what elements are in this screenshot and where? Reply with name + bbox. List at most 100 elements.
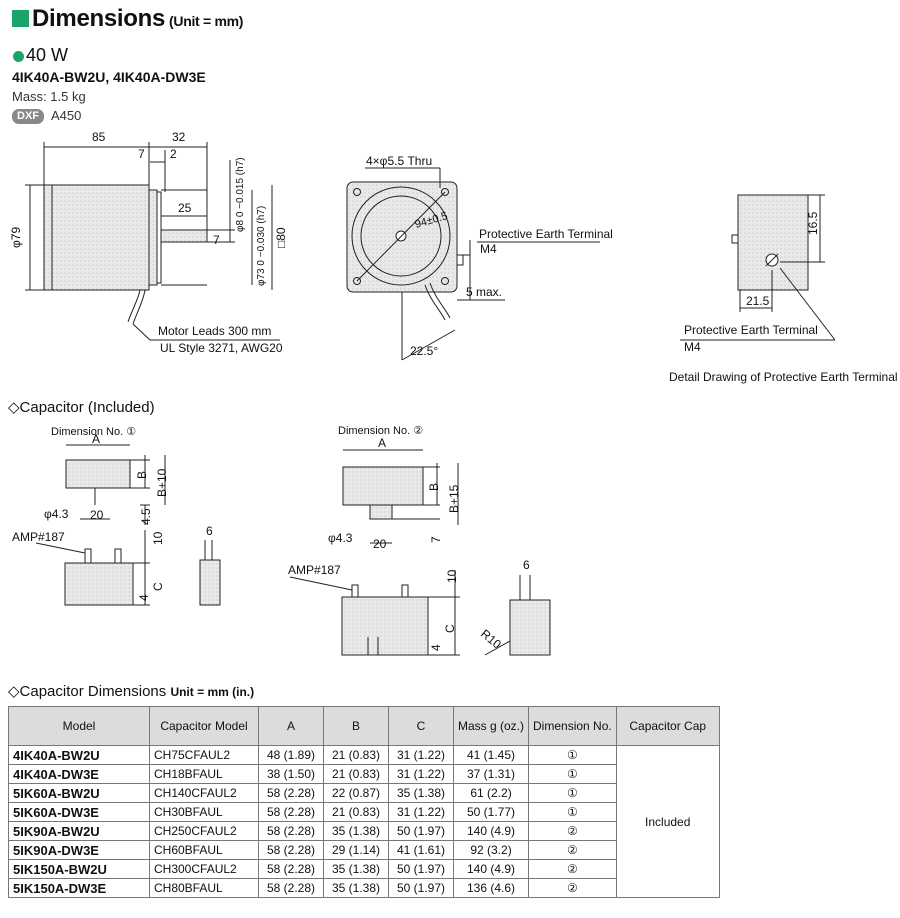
max5-label: 5 max. <box>466 285 502 299</box>
table-cell: CH75CFAUL2 <box>149 745 259 765</box>
cap2-A: A <box>378 436 386 450</box>
cap2-label: Dimension No. ② <box>338 425 423 437</box>
dim-25: 25 <box>178 201 192 215</box>
table-cell: 31 (1.22) <box>388 764 454 784</box>
col-capcap: Capacitor Cap <box>615 706 720 746</box>
detail-pet-m4: M4 <box>684 340 701 354</box>
table-cell: ② <box>528 878 617 898</box>
table-cell: ② <box>528 859 617 879</box>
table-cell: 136 (4.6) <box>452 878 530 898</box>
table-cell: 50 (1.97) <box>388 821 454 841</box>
table-cell: ② <box>528 840 617 860</box>
table-cell: 50 (1.97) <box>388 878 454 898</box>
table-cell: 31 (1.22) <box>388 802 454 822</box>
dim-2: 2 <box>170 147 177 161</box>
model-names: 4IK40A-BW2U, 4IK40A-DW3E <box>12 69 206 85</box>
cap2-d7: 7 <box>429 536 443 543</box>
dim-7a: 7 <box>138 147 145 161</box>
model-cell: 4IK40A-DW3E <box>8 764 150 784</box>
cap2-d10: 10 <box>445 569 459 583</box>
table-cell: 61 (2.2) <box>452 783 530 803</box>
dxf-badge[interactable]: DXF <box>12 109 44 124</box>
model-cell: 5IK90A-DW3E <box>8 840 150 860</box>
model-cell: 5IK60A-DW3E <box>8 802 150 822</box>
motor-body-side <box>43 184 150 291</box>
col-a: A <box>258 706 324 746</box>
table-cell: 37 (1.31) <box>452 764 530 784</box>
table-cell: 41 (1.61) <box>388 840 454 860</box>
table-cell: 140 (4.9) <box>452 859 530 879</box>
table-cell: 41 (1.45) <box>452 745 530 765</box>
table-cell: ① <box>528 764 617 784</box>
col-dimno: Dimension No. <box>528 706 617 746</box>
dxf-code[interactable]: A450 <box>51 108 82 123</box>
table-cell: CH250CFAUL2 <box>149 821 259 841</box>
model-cell: 5IK60A-BW2U <box>8 783 150 803</box>
page-title: Dimensions(Unit = mm) <box>32 5 244 32</box>
leads-line-1: Motor Leads 300 mm <box>158 324 271 338</box>
cap1-d4: 4 <box>137 594 151 601</box>
dim-32: 32 <box>172 130 186 144</box>
table-cell: 21 (0.83) <box>323 802 389 822</box>
table-cell: 31 (1.22) <box>388 745 454 765</box>
table-header-row: Model Capacitor Model A B C Mass g (oz.)… <box>8 706 720 746</box>
table-cell: 22 (0.87) <box>323 783 389 803</box>
col-model: Model <box>8 706 150 746</box>
cap2-phi43: φ4.3 <box>328 531 353 545</box>
capacitor-drawings: Dimension No. ① A B B+10 φ4.3 20 4.5 AMP… <box>12 425 551 656</box>
model-cell: 5IK90A-BW2U <box>8 821 150 841</box>
table-cell: 58 (2.28) <box>258 840 324 860</box>
table-cell: 58 (2.28) <box>258 859 324 879</box>
cap1-C: C <box>151 582 165 591</box>
table-cell: CH30BFAUL <box>149 802 259 822</box>
leads-line-2: UL Style 3271, AWG20 <box>160 341 283 355</box>
cap1-d20: 20 <box>90 508 104 522</box>
table-cell: 35 (1.38) <box>323 821 389 841</box>
table-cell: 50 (1.97) <box>388 859 454 879</box>
detail-caption: Detail Drawing of Protective Earth Termi… <box>669 370 898 384</box>
bullet-icon <box>13 51 24 62</box>
pet-m4: M4 <box>480 242 497 256</box>
cap1-A: A <box>92 432 100 446</box>
title-marker-icon <box>12 10 29 27</box>
model-cell: 5IK150A-DW3E <box>8 878 150 898</box>
table-cell: CH80BFAUL <box>149 878 259 898</box>
cap1-amp: AMP#187 <box>12 530 65 544</box>
cap1-phi43: φ4.3 <box>44 507 69 521</box>
cap2-r10: R10 <box>478 627 504 652</box>
capacitor-cap-cell: Included <box>615 745 720 898</box>
cap1-d10: 10 <box>151 531 165 545</box>
table-cell: 140 (4.9) <box>452 821 530 841</box>
table-cell: 35 (1.38) <box>323 878 389 898</box>
shaft-dia-label: φ8 0 −0.015 (h7) <box>235 157 246 232</box>
col-b: B <box>323 706 389 746</box>
cap1-d45: 4.5 <box>139 508 153 525</box>
cap2-B: B <box>427 483 441 491</box>
cap1-d6: 6 <box>206 524 213 538</box>
cap2-B15: B+15 <box>447 484 461 513</box>
table-cell: 35 (1.38) <box>323 859 389 879</box>
cap1-label: Dimension No. ① <box>51 426 136 438</box>
col-cap-model: Capacitor Model <box>149 706 259 746</box>
table-cell: 58 (2.28) <box>258 783 324 803</box>
table-cell: ② <box>528 821 617 841</box>
cap-dims-unit: Unit = mm (in.) <box>170 685 255 699</box>
power-rating: 40 W <box>26 45 69 65</box>
table-cell: 21 (0.83) <box>323 745 389 765</box>
table-cell: CH300CFAUL2 <box>149 859 259 879</box>
model-cell: 5IK150A-BW2U <box>8 859 150 879</box>
holes-label: 4×φ5.5 Thru <box>366 154 432 168</box>
pilot-dia-label: φ73 0 −0.030 (h7) <box>256 206 267 286</box>
cap2-d20: 20 <box>373 537 387 551</box>
capacitor-section-title: ◇Capacitor (Included) <box>8 399 155 416</box>
capacitor-table: Model Capacitor Model A B C Mass g (oz.)… <box>8 706 720 898</box>
cap2-C: C <box>443 624 457 633</box>
table-cell: ① <box>528 802 617 822</box>
model-cell: 4IK40A-BW2U <box>8 745 150 765</box>
